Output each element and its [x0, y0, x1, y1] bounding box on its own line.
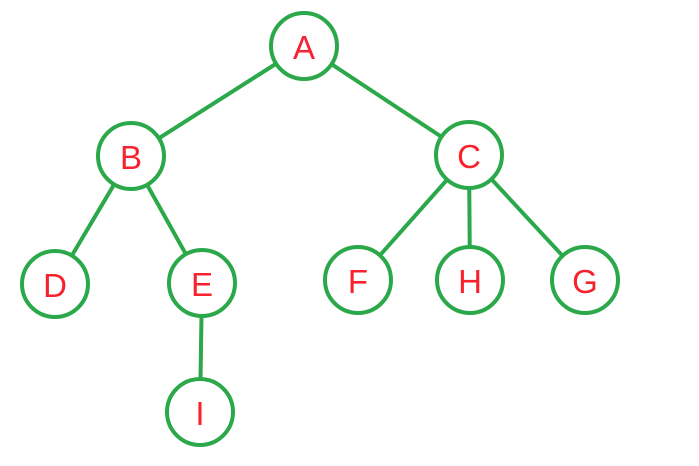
node-label-G: G	[572, 263, 598, 300]
node-circle-B	[96, 121, 166, 191]
node-circle-F	[323, 245, 393, 315]
tree-node-G: G	[550, 245, 620, 315]
tree-node-H: H	[435, 245, 505, 315]
node-label-H: H	[458, 263, 482, 300]
tree-node-A: A	[269, 11, 339, 81]
tree-node-E: E	[167, 248, 237, 318]
tree-node-C: C	[434, 120, 504, 190]
node-circle-I	[165, 377, 235, 447]
node-circle-C	[434, 120, 504, 190]
node-circle-E	[167, 248, 237, 318]
tree-node-F: F	[323, 245, 393, 315]
tree-node-B: B	[96, 121, 166, 191]
node-circle-G	[550, 245, 620, 315]
node-label-A: A	[293, 29, 315, 66]
node-circle-D	[20, 249, 90, 319]
node-label-B: B	[120, 139, 142, 176]
node-label-C: C	[457, 138, 481, 175]
node-label-D: D	[43, 267, 67, 304]
node-circle-A	[269, 11, 339, 81]
tree-node-D: D	[20, 249, 90, 319]
node-label-F: F	[348, 263, 368, 300]
node-label-E: E	[191, 266, 213, 303]
tree-node-I: I	[165, 377, 235, 447]
node-circle-H	[435, 245, 505, 315]
node-label-I: I	[195, 395, 204, 432]
